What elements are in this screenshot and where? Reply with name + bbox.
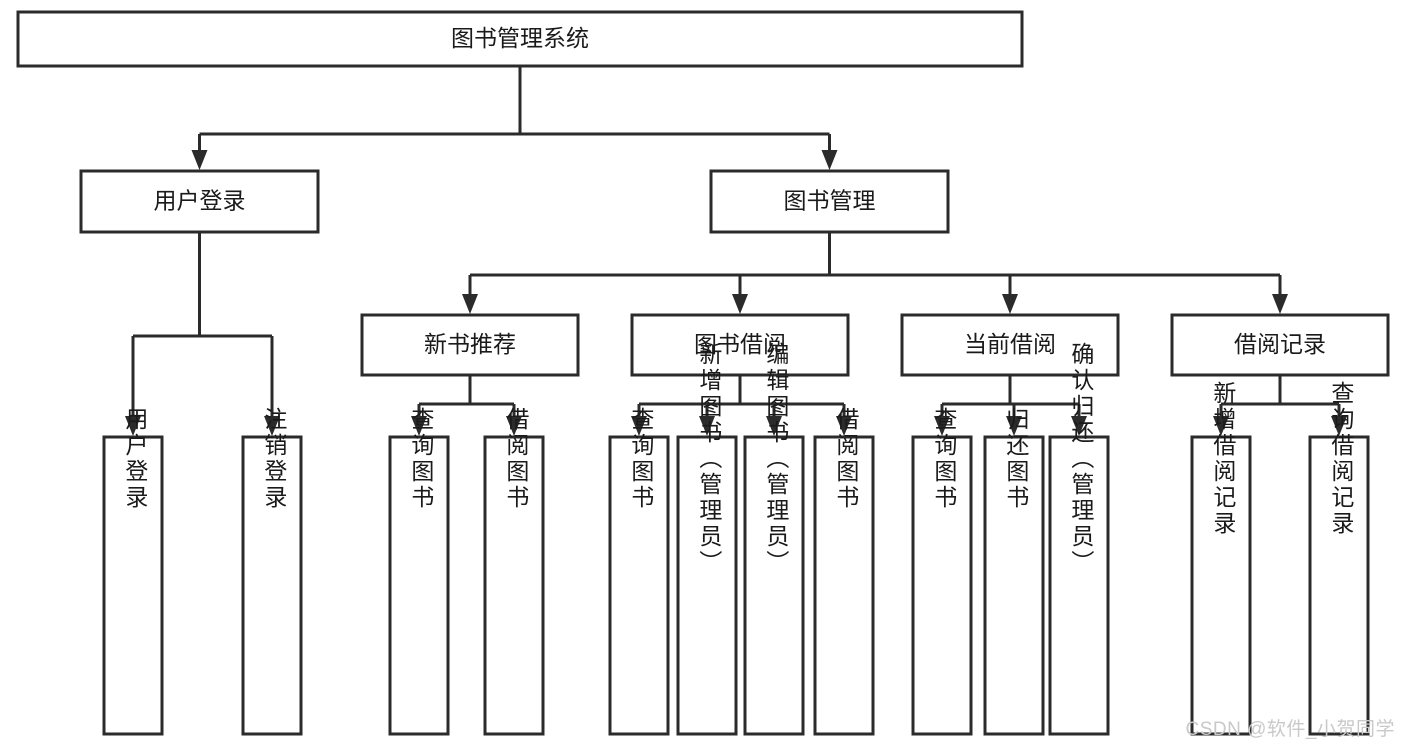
edge-group-records — [1213, 375, 1347, 436]
edge-group-newbook — [411, 375, 522, 436]
arrowhead-icon — [631, 416, 647, 436]
node-box[interactable] — [1170, 313, 1390, 377]
node-bookmgmt[interactable]: 图书管理 — [709, 169, 950, 234]
node-box[interactable] — [241, 435, 303, 736]
edge-group-borrow — [631, 375, 852, 436]
arrowhead-icon — [821, 150, 838, 170]
node-label: 借阅图书 — [503, 407, 530, 511]
node-box[interactable] — [388, 435, 450, 736]
arrowhead-icon — [766, 416, 782, 436]
node-l10[interactable]: 归还图书 — [983, 407, 1045, 736]
node-label: 查询图书 — [931, 407, 958, 511]
node-l13[interactable]: 查询借阅记录 — [1308, 381, 1370, 736]
arrowhead-icon — [934, 416, 950, 436]
nodes-layer: 图书管理系统用户登录图书管理新书推荐图书借阅当前借阅借阅记录用户登录注销登录查询… — [16, 10, 1390, 736]
node-records[interactable]: 借阅记录 — [1170, 313, 1390, 377]
node-l7[interactable]: 编辑图书（管理员） — [743, 342, 805, 736]
node-label: 确认归还（管理员） — [1068, 342, 1095, 576]
arrowhead-icon — [732, 294, 748, 314]
arrowhead-icon — [1272, 294, 1288, 314]
edge-group-current — [934, 375, 1087, 436]
arrowhead-icon — [1213, 416, 1229, 436]
node-l3[interactable]: 查询图书 — [388, 407, 450, 736]
arrowhead-icon — [506, 416, 522, 436]
arrowhead-icon — [836, 416, 852, 436]
node-label: 借阅记录 — [1234, 331, 1326, 357]
node-box[interactable] — [983, 435, 1045, 736]
node-current[interactable]: 当前借阅 — [900, 313, 1120, 377]
node-label: 编辑图书（管理员） — [763, 342, 790, 576]
node-l11[interactable]: 确认归还（管理员） — [1048, 342, 1110, 736]
arrowhead-icon — [191, 150, 208, 170]
arrowhead-icon — [1006, 416, 1022, 436]
node-box[interactable] — [1190, 435, 1252, 736]
arrowhead-icon — [462, 294, 478, 314]
node-borrow[interactable]: 图书借阅 — [630, 313, 850, 377]
node-newbook[interactable]: 新书推荐 — [360, 313, 580, 377]
node-box[interactable] — [102, 435, 164, 736]
arrowhead-icon — [1331, 416, 1347, 436]
arrowhead-icon — [264, 416, 280, 436]
node-box[interactable] — [630, 313, 850, 377]
node-label: 查询图书 — [628, 407, 655, 511]
node-l5[interactable]: 查询图书 — [608, 407, 670, 736]
node-label: 查询图书 — [408, 407, 435, 511]
node-l2[interactable]: 注销登录 — [241, 407, 303, 736]
node-box[interactable] — [676, 435, 738, 736]
node-l4[interactable]: 借阅图书 — [483, 407, 545, 736]
node-label: 当前借阅 — [964, 331, 1056, 357]
node-label: 新增图书（管理员） — [696, 342, 723, 576]
edge-group-root — [191, 66, 838, 170]
node-label: 新书推荐 — [424, 331, 516, 357]
node-box[interactable] — [608, 435, 670, 736]
node-label: 查询借阅记录 — [1328, 381, 1355, 537]
arrowhead-icon — [1002, 294, 1018, 314]
node-l6[interactable]: 新增图书（管理员） — [676, 342, 738, 736]
node-label: 新增借阅记录 — [1210, 381, 1237, 537]
node-box[interactable] — [900, 313, 1120, 377]
node-label: 借阅图书 — [833, 407, 860, 511]
node-l1[interactable]: 用户登录 — [102, 407, 164, 736]
node-label: 注销登录 — [261, 407, 288, 511]
arrowhead-icon — [411, 416, 427, 436]
node-label: 归还图书 — [1003, 407, 1030, 511]
arrowhead-icon — [1071, 416, 1087, 436]
node-l9[interactable]: 查询图书 — [911, 407, 973, 736]
node-box[interactable] — [16, 10, 1024, 68]
node-label: 用户登录 — [154, 188, 246, 214]
node-root[interactable]: 图书管理系统 — [16, 10, 1024, 68]
node-box[interactable] — [743, 435, 805, 736]
edge-group-bookmgmt — [462, 232, 1288, 314]
node-label: 用户登录 — [122, 407, 149, 511]
node-label: 图书管理系统 — [451, 25, 589, 51]
node-box[interactable] — [483, 435, 545, 736]
node-l12[interactable]: 新增借阅记录 — [1190, 381, 1252, 736]
edge-group-login — [125, 232, 280, 436]
node-box[interactable] — [1048, 435, 1110, 736]
node-label: 图书管理 — [784, 188, 876, 214]
node-box[interactable] — [1308, 435, 1370, 736]
node-box[interactable] — [360, 313, 580, 377]
arrowhead-icon — [699, 416, 715, 436]
node-login[interactable]: 用户登录 — [79, 169, 320, 234]
node-box[interactable] — [911, 435, 973, 736]
watermark-text: CSDN @软件_小贺同学 — [1185, 719, 1395, 740]
node-box[interactable] — [813, 435, 875, 736]
node-box[interactable] — [709, 169, 950, 234]
node-label: 图书借阅 — [694, 331, 786, 357]
node-box[interactable] — [79, 169, 320, 234]
edges-layer — [125, 66, 1347, 436]
node-l8[interactable]: 借阅图书 — [813, 407, 875, 736]
arrowhead-icon — [125, 416, 141, 436]
